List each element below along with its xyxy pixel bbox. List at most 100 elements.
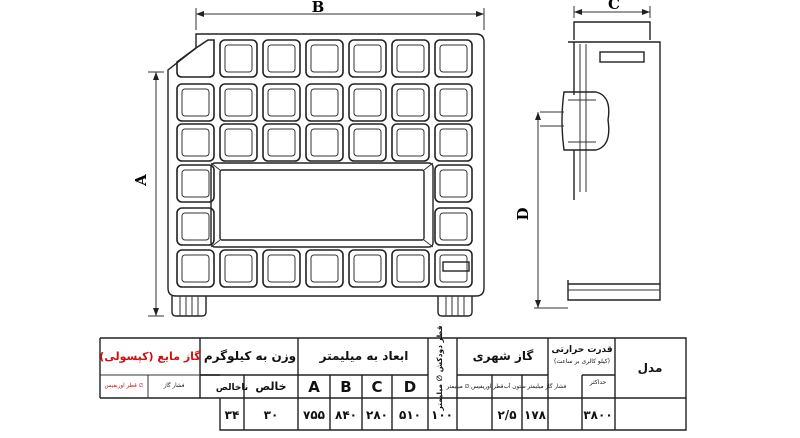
grille-cell [176, 249, 215, 288]
grille-cell [305, 39, 344, 78]
table-header-lpg-pressure: فشار گاز [163, 381, 185, 389]
grille-cell-inner [396, 44, 425, 73]
table-header-dim-a: A [308, 378, 320, 396]
value-gross-weight: ۳۴ [225, 408, 240, 422]
grille-cell-inner [353, 254, 382, 283]
table-header-model: مدل [638, 361, 663, 375]
table-header-heat-col: حداکثر [589, 379, 607, 386]
grille-cell-inner [353, 88, 382, 117]
grille-cell [176, 83, 215, 122]
grille-cell [176, 207, 215, 246]
table-header-lpg-orifice: قطر اوریفیس ∅ [105, 383, 144, 389]
table-header-dim-d: D [404, 378, 416, 396]
grille-cell-inner [310, 128, 339, 157]
value-dim-b: ۸۴۰ [335, 408, 357, 422]
front-feet [171, 296, 473, 317]
table-header-dimensions: ابعاد به میلیمتر [319, 349, 409, 363]
grille-cell [348, 83, 387, 122]
table-header-natural-gas: گاز شهری [473, 349, 534, 363]
dim-label-d: D [514, 207, 532, 220]
grille-cell [434, 123, 473, 162]
grille-cell [305, 83, 344, 122]
grille-cell [434, 207, 473, 246]
grille-cell [391, 83, 430, 122]
grille-cell [305, 249, 344, 288]
grille-cell [348, 123, 387, 162]
grille-cell [262, 249, 301, 288]
table-header-net: خالص [255, 380, 286, 393]
grille-cell [262, 83, 301, 122]
grille-cell [176, 123, 215, 162]
grille-cell-inner [439, 212, 468, 241]
grille-cell-inner [267, 44, 296, 73]
grille-cell-inner [439, 44, 468, 73]
table-header-heat: قدرت حرارتی [551, 345, 612, 355]
grille-cell [262, 123, 301, 162]
table-header-ng-orifice: قطر اوریفیس ∅ میلیمتر [446, 384, 504, 390]
grille-cell-inner [267, 128, 296, 157]
grille-cell-inner [181, 254, 210, 283]
value-dim-c: ۲۸۰ [366, 408, 388, 422]
value-dim-d: ۵۱۰ [399, 408, 421, 422]
grille-cell-inner [439, 128, 468, 157]
table-header-flue: قطر دودکش ∅ میلیمتر [435, 325, 444, 411]
dim-label-c: C [608, 0, 620, 13]
grille-cell-inner [310, 44, 339, 73]
grille-cell-inner [353, 44, 382, 73]
grille-cell [434, 164, 473, 203]
grille-cell-inner [224, 128, 253, 157]
value-heat: ۳۸۰۰ [583, 408, 612, 422]
table-header-dim-b: B [340, 378, 351, 396]
grille-cell-inner [439, 169, 468, 198]
grille-cell [391, 249, 430, 288]
value-dim-a: ۷۵۵ [303, 408, 325, 422]
table-header-heat-sub: (کیلو کالری بر ساعت) [554, 358, 610, 365]
value-flue: ۱۰۰ [431, 408, 453, 422]
value-ng-orifice: ۲/۵ [497, 408, 516, 422]
front-view [148, 8, 485, 317]
grille-cell-inner [439, 254, 468, 283]
value-net-weight: ۳۰ [264, 408, 279, 422]
grille-cell-inner [181, 88, 210, 117]
grille-cell-inner [396, 128, 425, 157]
table-header-ng-pressure: فشار گاز میلیمتر ستون آب [504, 382, 567, 390]
grille-cell-inner [181, 212, 210, 241]
grille-cell-inner [396, 254, 425, 283]
grille-cell-corner [176, 39, 215, 78]
grille-cell-inner [224, 254, 253, 283]
grille-cell-inner [267, 254, 296, 283]
grille-cell [391, 39, 430, 78]
grille-cell [219, 249, 258, 288]
dim-label-b: B [312, 0, 325, 16]
table-header-weight: وزن به کیلوگرم [204, 349, 296, 364]
spec-table [99, 337, 687, 431]
grille-cell [434, 83, 473, 122]
grille-cell-inner [224, 88, 253, 117]
table-header-gross: ناخالص [216, 383, 248, 393]
grille-cell-inner [181, 169, 210, 198]
grille-cell-inner [439, 88, 468, 117]
grille-cell-inner [353, 128, 382, 157]
grille-cell-inner [310, 88, 339, 117]
table-header-lpg: گاز مایع (کپسولی) [99, 350, 201, 363]
grille-cell [219, 39, 258, 78]
grille-cell-inner [396, 88, 425, 117]
grille-cell [305, 123, 344, 162]
grille-cell [434, 249, 473, 288]
grille-cell [262, 39, 301, 78]
grille-cell-inner [181, 128, 210, 157]
grille-cell-inner [267, 88, 296, 117]
value-ng-pressure: ۱۷۸ [524, 408, 547, 422]
dim-label-a: A [132, 174, 150, 187]
side-view [534, 6, 661, 309]
grille-cell-inner [310, 254, 339, 283]
grille-cell [219, 83, 258, 122]
grille-cell [219, 123, 258, 162]
grille-cell [176, 164, 215, 203]
grille-cell [348, 39, 387, 78]
grille-cell-inner [224, 44, 253, 73]
grille-cell [348, 249, 387, 288]
grille-cell [391, 123, 430, 162]
grille-cell [434, 39, 473, 78]
